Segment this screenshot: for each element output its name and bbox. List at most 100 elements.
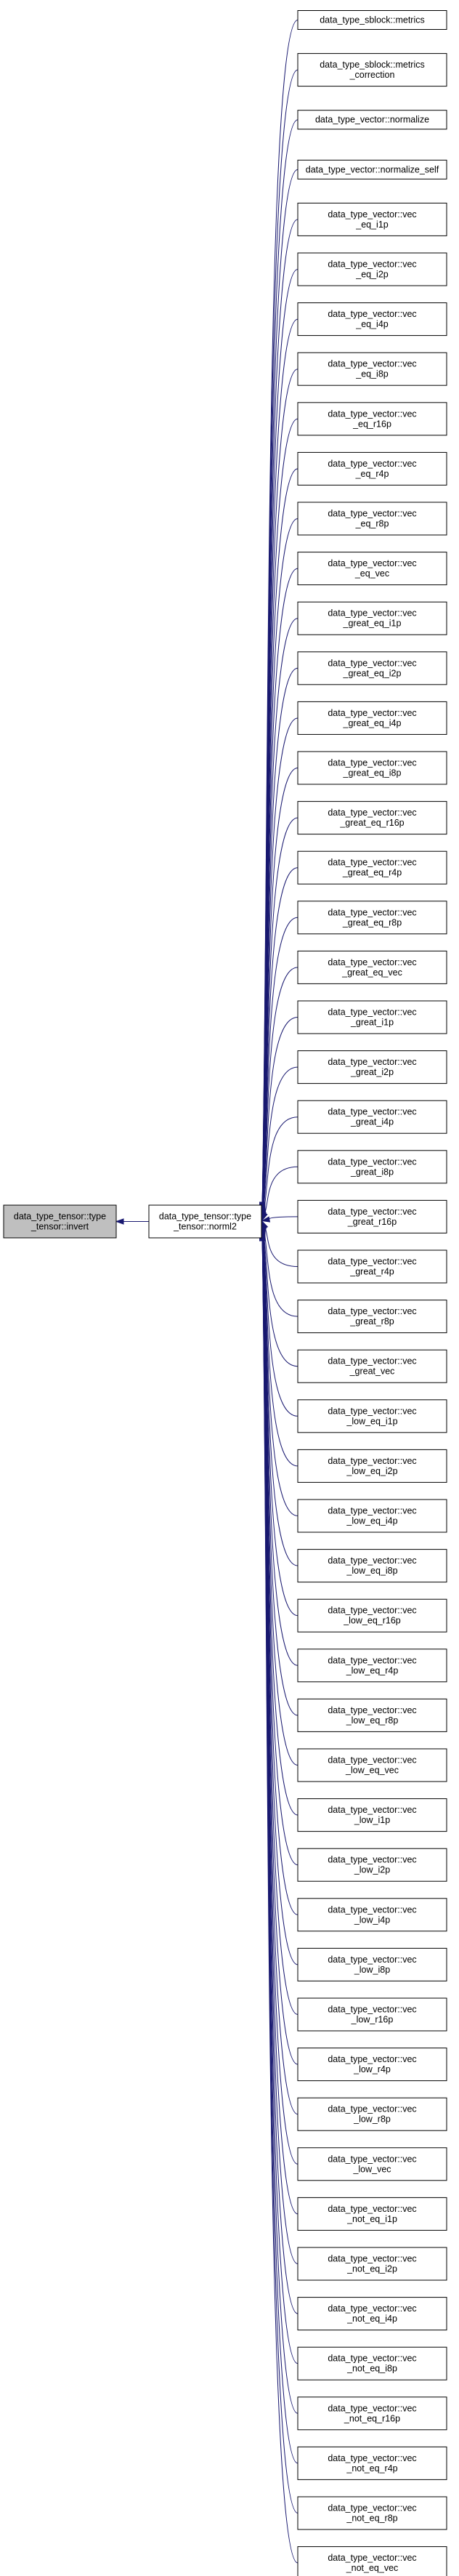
node-box <box>297 502 447 536</box>
node-data-type-vector-vec-great-eq-i1p[interactable]: data_type_vector::vec_great_eq_i1p <box>297 601 447 635</box>
node-label: data_type_vector::vec <box>328 1606 416 1616</box>
node-data-type-vector-vec-eq-i1p[interactable]: data_type_vector::vec_eq_i1p <box>297 202 447 236</box>
node-label: _eq_r8p <box>355 519 389 529</box>
node-data-type-vector-vec-low-eq-r4p[interactable]: data_type_vector::vec_low_eq_r4p <box>297 1649 447 1683</box>
node-data-type-vector-vec-not-eq-i2p[interactable]: data_type_vector::vec_not_eq_i2p <box>297 2247 447 2281</box>
node-data-type-vector-vec-low-r8p[interactable]: data_type_vector::vec_low_r8p <box>297 2097 447 2131</box>
node-data-type-sblock-metrics[interactable]: data_type_sblock::metrics <box>297 10 447 30</box>
node-data-type-vector-vec-great-eq-vec[interactable]: data_type_vector::vec_great_eq_vec <box>297 950 447 984</box>
node-box <box>297 2048 447 2082</box>
node-data-type-vector-normalize[interactable]: data_type_vector::normalize <box>297 110 447 130</box>
node-label: data_type_vector::vec <box>328 2503 416 2513</box>
node-label: _low_vec <box>352 2164 391 2174</box>
node-label: _not_eq_i4p <box>346 2314 397 2324</box>
node-label: data_type_vector::vec <box>328 957 416 967</box>
node-box <box>297 1898 447 1932</box>
node-data-type-vector-vec-great-eq-r16p[interactable]: data_type_vector::vec_great_eq_r16p <box>297 801 447 835</box>
node-box <box>297 159 447 180</box>
node-data-type-vector-vec-great-eq-r8p[interactable]: data_type_vector::vec_great_eq_r8p <box>297 901 447 935</box>
node-data-type-vector-vec-great-i4p[interactable]: data_type_vector::vec_great_i4p <box>297 1100 447 1134</box>
node-data-type-vector-vec-low-eq-i8p[interactable]: data_type_vector::vec_low_eq_i8p <box>297 1549 447 1583</box>
node-box <box>297 701 447 735</box>
node-data-type-vector-vec-eq-r4p[interactable]: data_type_vector::vec_eq_r4p <box>297 451 447 486</box>
node-data-type-vector-vec-not-eq-r8p[interactable]: data_type_vector::vec_not_eq_r8p <box>297 2496 447 2530</box>
node-label: _great_i2p <box>350 1067 394 1077</box>
node-data-type-vector-normalize-self[interactable]: data_type_vector::normalize_self <box>297 159 447 180</box>
node-label: _low_eq_i1p <box>346 1416 397 1426</box>
node-label: _low_r8p <box>353 2114 391 2125</box>
node-data-type-vector-vec-eq-i4p[interactable]: data_type_vector::vec_eq_i4p <box>297 302 447 337</box>
node-data-type-vector-vec-great-eq-i8p[interactable]: data_type_vector::vec_great_eq_i8p <box>297 751 447 785</box>
node-label: _low_eq_r8p <box>346 1715 399 1726</box>
node-box <box>297 1649 447 1683</box>
node-data-type-vector-vec-eq-r16p[interactable]: data_type_vector::vec_eq_r16p <box>297 402 447 436</box>
node-label: _eq_vec <box>354 568 389 579</box>
node-data-type-vector-vec-eq-i2p[interactable]: data_type_vector::vec_eq_i2p <box>297 252 447 286</box>
node-label: data_type_vector::vec <box>328 1904 416 1915</box>
node-label: _low_i1p <box>354 1815 390 1825</box>
node-label: data_type_tensor::type <box>159 1212 251 1222</box>
node-label: data_type_vector::vec <box>328 1705 416 1715</box>
node-data-type-vector-vec-low-eq-i2p[interactable]: data_type_vector::vec_low_eq_i2p <box>297 1449 447 1483</box>
node-data-type-vector-vec-not-eq-i1p[interactable]: data_type_vector::vec_not_eq_i1p <box>297 2197 447 2231</box>
node-data-type-vector-vec-low-i4p[interactable]: data_type_vector::vec_low_i4p <box>297 1898 447 1932</box>
node-label: data_type_vector::vec <box>328 259 416 270</box>
node-label: data_type_vector::vec <box>328 2054 416 2064</box>
node-data-type-vector-vec-not-eq-r4p[interactable]: data_type_vector::vec_not_eq_r4p <box>297 2446 447 2480</box>
node-label: _eq_i8p <box>355 369 389 379</box>
node-data-type-vector-vec-great-eq-r4p[interactable]: data_type_vector::vec_great_eq_r4p <box>297 850 447 885</box>
node-data-type-vector-vec-eq-i8p[interactable]: data_type_vector::vec_eq_i8p <box>297 352 447 386</box>
node-label: data_type_vector::vec <box>328 1955 416 1965</box>
node-data-type-vector-vec-great-eq-i4p[interactable]: data_type_vector::vec_great_eq_i4p <box>297 701 447 735</box>
node-data-type-vector-vec-low-r4p[interactable]: data_type_vector::vec_low_r4p <box>297 2048 447 2082</box>
node-data-type-vector-vec-great-r4p[interactable]: data_type_vector::vec_great_r4p <box>297 1249 447 1284</box>
node-norml2[interactable]: data_type_tensor::type_tensor::norml2 <box>148 1204 262 1239</box>
node-box <box>297 2197 447 2231</box>
node-data-type-vector-vec-low-i8p[interactable]: data_type_vector::vec_low_i8p <box>297 1947 447 1981</box>
node-data-type-vector-vec-great-vec[interactable]: data_type_vector::vec_great_vec <box>297 1349 447 1383</box>
node-box <box>297 950 447 984</box>
node-label: data_type_vector::vec <box>328 1207 416 1217</box>
node-label: data_type_vector::vec <box>328 1655 416 1665</box>
node-data-type-vector-vec-low-vec[interactable]: data_type_vector::vec_low_vec <box>297 2147 447 2181</box>
node-data-type-vector-vec-low-eq-r16p[interactable]: data_type_vector::vec_low_eq_r16p <box>297 1598 447 1633</box>
node-label: data_type_vector::vec <box>328 658 416 668</box>
node-data-type-vector-vec-great-r8p[interactable]: data_type_vector::vec_great_r8p <box>297 1300 447 1334</box>
node-data-type-vector-vec-low-eq-vec[interactable]: data_type_vector::vec_low_eq_vec <box>297 1748 447 1782</box>
node-label: _low_eq_i2p <box>346 1466 397 1476</box>
node-data-type-vector-vec-low-r16p[interactable]: data_type_vector::vec_low_r16p <box>297 1997 447 2032</box>
node-label: _eq_i1p <box>355 220 389 230</box>
node-data-type-sblock-metrics-correction[interactable]: data_type_sblock::metrics_correction <box>297 53 447 87</box>
node-box <box>297 651 447 685</box>
node-box <box>297 2297 447 2331</box>
node-data-type-vector-vec-not-eq-r16p[interactable]: data_type_vector::vec_not_eq_r16p <box>297 2396 447 2431</box>
node-data-type-vector-vec-eq-r8p[interactable]: data_type_vector::vec_eq_r8p <box>297 502 447 536</box>
node-data-type-vector-vec-not-eq-vec[interactable]: data_type_vector::vec_not_eq_vec <box>297 2546 447 2576</box>
node-data-type-vector-vec-great-r16p[interactable]: data_type_vector::vec_great_r16p <box>297 1199 447 1233</box>
node-label: _low_eq_i8p <box>346 1566 397 1576</box>
node-data-type-vector-vec-low-i1p[interactable]: data_type_vector::vec_low_i1p <box>297 1798 447 1832</box>
node-label: _great_eq_i8p <box>343 768 402 778</box>
node-data-type-vector-vec-low-eq-i4p[interactable]: data_type_vector::vec_low_eq_i4p <box>297 1499 447 1533</box>
node-data-type-vector-vec-low-i2p[interactable]: data_type_vector::vec_low_i2p <box>297 1848 447 1882</box>
node-data-type-vector-vec-low-eq-i1p[interactable]: data_type_vector::vec_low_eq_i1p <box>297 1399 447 1433</box>
node-data-type-vector-vec-great-eq-i2p[interactable]: data_type_vector::vec_great_eq_i2p <box>297 651 447 685</box>
node-label: data_type_vector::vec <box>328 2453 416 2463</box>
node-data-type-vector-vec-not-eq-i4p[interactable]: data_type_vector::vec_not_eq_i4p <box>297 2297 447 2331</box>
node-data-type-vector-vec-low-eq-r8p[interactable]: data_type_vector::vec_low_eq_r8p <box>297 1698 447 1732</box>
node-label: data_type_vector::vec <box>328 2254 416 2264</box>
node-box <box>297 1549 447 1583</box>
node-root-invert[interactable]: data_type_tensor::type_tensor::invert <box>3 1204 117 1239</box>
node-label: data_type_vector::vec <box>328 1306 416 1316</box>
node-label: data_type_vector::vec <box>328 708 416 718</box>
node-data-type-vector-vec-great-i2p[interactable]: data_type_vector::vec_great_i2p <box>297 1050 447 1084</box>
node-data-type-vector-vec-not-eq-i8p[interactable]: data_type_vector::vec_not_eq_i8p <box>297 2346 447 2380</box>
node-box <box>297 2097 447 2131</box>
node-label: _great_r16p <box>347 1217 397 1227</box>
node-label: data_type_vector::vec <box>328 509 416 519</box>
node-label: data_type_vector::vec <box>328 1755 416 1766</box>
node-box <box>297 850 447 885</box>
node-data-type-vector-vec-eq-vec[interactable]: data_type_vector::vec_eq_vec <box>297 552 447 586</box>
node-data-type-vector-vec-great-i1p[interactable]: data_type_vector::vec_great_i1p <box>297 1000 447 1034</box>
node-data-type-vector-vec-great-i8p[interactable]: data_type_vector::vec_great_i8p <box>297 1150 447 1184</box>
